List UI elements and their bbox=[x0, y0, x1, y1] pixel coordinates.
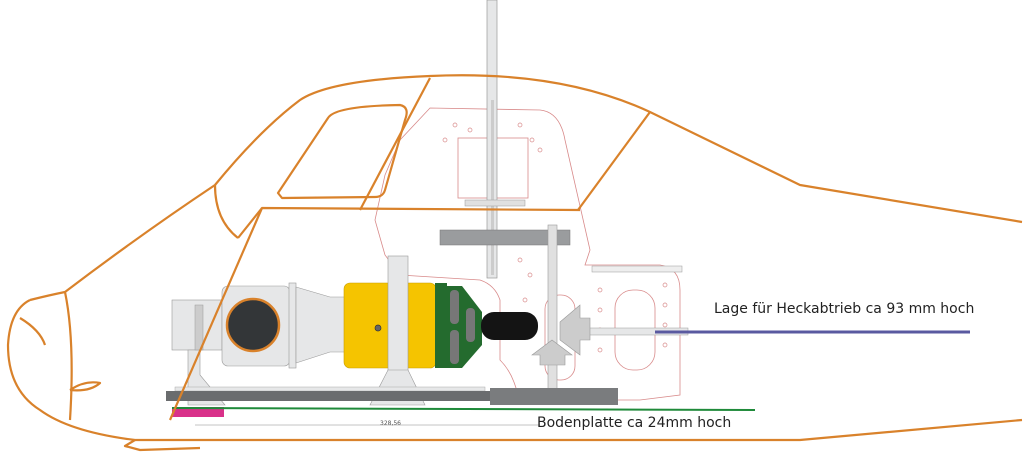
tail-drive-label: Lage für Heckabtrieb ca 93 mm hoch bbox=[714, 301, 975, 317]
engine-stand bbox=[387, 255, 409, 382]
base-plate bbox=[166, 391, 618, 401]
main-gear bbox=[439, 229, 571, 246]
gearbox-slot bbox=[466, 308, 475, 342]
gearbox-slot bbox=[450, 330, 459, 364]
engine-cone bbox=[295, 286, 346, 364]
rear-post bbox=[194, 304, 204, 351]
base-line bbox=[171, 407, 756, 411]
gearbox-ring bbox=[435, 283, 447, 368]
bevel-gear-top bbox=[559, 304, 591, 356]
base-plate-label: Bodenplatte ca 24mm hoch bbox=[537, 415, 732, 431]
engine-ring bbox=[288, 282, 297, 369]
vertical-shaft bbox=[547, 224, 558, 401]
skid-pad bbox=[172, 407, 224, 417]
base-plate-top bbox=[174, 386, 486, 392]
gearbox-slot bbox=[450, 290, 459, 324]
side-bracket bbox=[591, 265, 683, 273]
dimension-label: 328,56 bbox=[380, 420, 401, 427]
output-shaft bbox=[481, 312, 538, 340]
window bbox=[276, 103, 408, 200]
top-bar bbox=[464, 199, 526, 207]
intake bbox=[225, 297, 281, 353]
bolt bbox=[374, 324, 382, 332]
base-plate-rear bbox=[490, 388, 618, 405]
mast-inner bbox=[491, 100, 494, 275]
bevel-gear-bottom bbox=[531, 339, 573, 366]
fuselage-outline bbox=[6, 74, 1023, 452]
